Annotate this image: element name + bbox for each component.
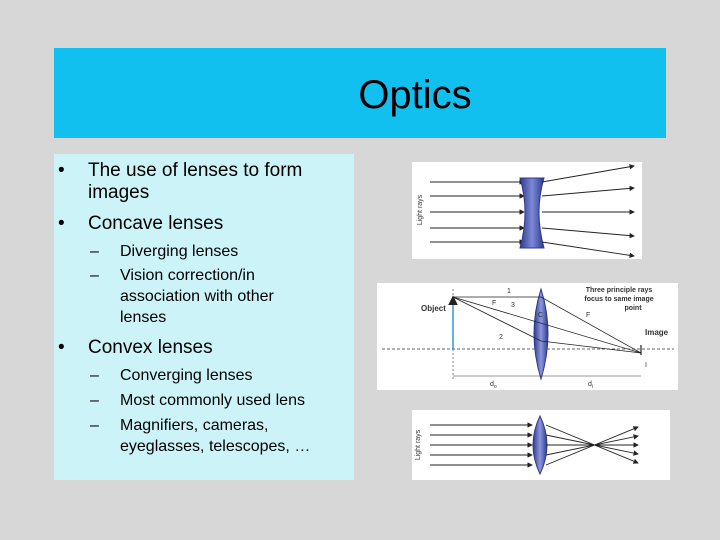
image-distance-label: di — [588, 381, 593, 390]
caption-line-3: point — [624, 305, 642, 312]
convex-lens-svg: Light rays — [415, 414, 639, 476]
diverging-rays — [541, 164, 635, 258]
object-label: Object — [421, 304, 446, 313]
convex-lens-shape — [532, 414, 548, 476]
sub-bullet-marker: – — [90, 267, 99, 284]
light-rays-label: Light rays — [415, 429, 422, 460]
image-marker-label: I — [645, 362, 647, 369]
light-rays-label: Light rays — [417, 194, 424, 225]
sub-bullet-text: association with other — [120, 288, 274, 305]
bullet-text: Convex lenses — [88, 337, 213, 358]
bullet-text: The use of lenses to form — [88, 160, 303, 181]
bullet-marker: • — [58, 160, 65, 181]
sub-bullet-marker: – — [90, 243, 99, 260]
sub-bullet-item: – Magnifiers, cameras, eyeglasses, telesco… — [90, 415, 350, 457]
focal-left-label: F — [492, 300, 496, 307]
convex-lens-shape — [533, 287, 549, 381]
sub-bullet-marker: – — [90, 367, 99, 384]
bullet-text: images — [88, 182, 150, 203]
incoming-rays — [430, 422, 533, 468]
convex-lens-diagram: Light rays — [412, 410, 670, 480]
ray-1-label: 1 — [507, 288, 511, 295]
principal-rays — [452, 296, 642, 354]
focal-right-label: F — [586, 312, 590, 319]
sub-bullet-item: – Most commonly used lens — [90, 390, 350, 411]
center-label: C — [538, 312, 543, 319]
sub-bullet-item: – Converging lenses — [90, 365, 350, 386]
caption-line-1: Three principle rays — [586, 287, 653, 294]
sub-bullet-text: Converging lenses — [120, 367, 253, 384]
bullet-text: Concave lenses — [88, 213, 224, 234]
converging-rays — [545, 424, 639, 466]
sub-bullet-text: Most commonly used lens — [120, 392, 305, 409]
slide-title-bar: Optics — [54, 48, 666, 138]
sub-bullet-marker: – — [90, 417, 99, 434]
ray-3-label: 3 — [511, 302, 515, 309]
sub-bullet-text: Vision correction/in — [120, 267, 255, 284]
slide-title: Optics — [358, 72, 472, 117]
bullet-item: • Concave lenses — [58, 213, 348, 235]
object-distance-label: do — [490, 381, 497, 390]
concave-lens-shape — [519, 177, 545, 249]
concave-lens-svg: Light rays — [417, 164, 635, 258]
bullet-marker: • — [58, 337, 65, 358]
sub-bullet-text: Magnifiers, cameras, — [120, 417, 269, 434]
concave-lens-diagram: Light rays — [412, 162, 642, 259]
sub-bullet-marker: – — [90, 392, 99, 409]
sub-bullet-item: – Vision correction/in association with ot… — [90, 265, 350, 328]
incoming-rays — [430, 179, 525, 245]
bullet-marker: • — [58, 213, 65, 234]
principal-rays-svg: Object F F C 1 2 3 Three principle rays … — [382, 287, 674, 390]
image-label: Image — [645, 328, 669, 337]
ray-2-label: 2 — [499, 334, 503, 341]
sub-bullet-text: Diverging lenses — [120, 243, 239, 260]
principal-rays-diagram: Object F F C 1 2 3 Three principle rays … — [377, 283, 678, 390]
sub-bullet-text: eyeglasses, telescopes, … — [120, 438, 311, 455]
sub-bullet-text: lenses — [120, 309, 167, 326]
caption-line-2: focus to same image — [584, 296, 653, 303]
bullet-item: • Convex lenses — [58, 337, 348, 359]
sub-bullet-item: – Diverging lenses — [90, 241, 350, 262]
